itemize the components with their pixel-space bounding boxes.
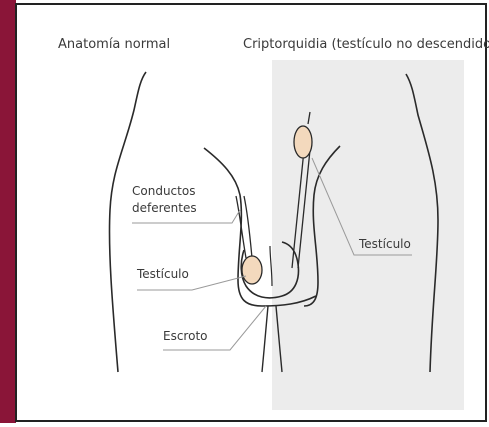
title-cryptorchidism: Criptorquidia (testículo no descendido — [243, 37, 489, 52]
label-scrotum: Escroto — [163, 328, 208, 345]
left-accent-bar — [0, 0, 16, 423]
title-normal-anatomy: Anatomía normal — [58, 37, 170, 52]
label-vas-deferens-line2: deferentes — [132, 200, 197, 217]
label-vas-deferens-line1: Conductos — [132, 183, 197, 200]
label-testicle-left: Testículo — [137, 266, 189, 283]
label-vas-deferens: Conductos deferentes — [132, 183, 197, 217]
testicle-undescended — [294, 126, 312, 158]
label-testicle-right: Testículo — [359, 236, 411, 253]
testicle-left — [242, 256, 262, 284]
